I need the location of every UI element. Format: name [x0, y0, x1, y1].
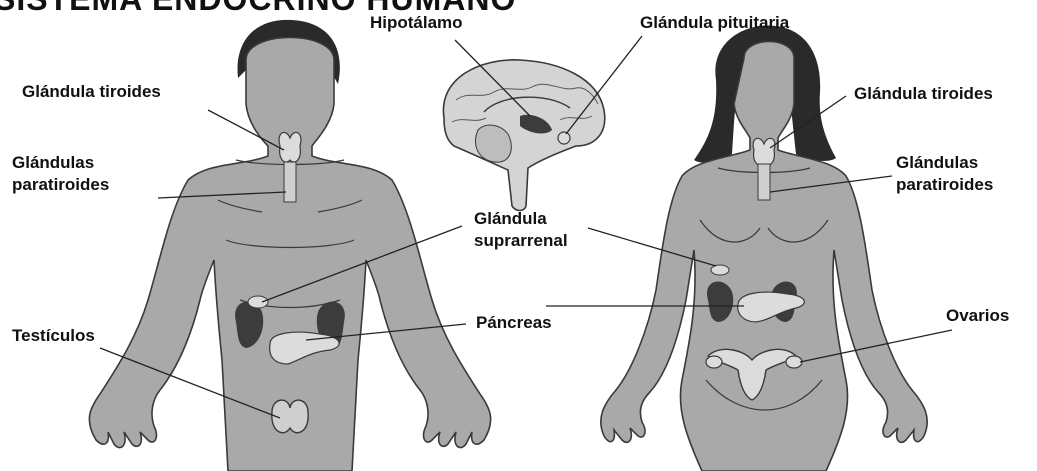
- label-suprarrenal: Glándula suprarrenal: [474, 208, 568, 252]
- female-ovary-right: [786, 356, 802, 368]
- female-adrenal: [711, 265, 729, 275]
- label-pancreas: Páncreas: [476, 312, 552, 334]
- label-paratiroides-male: Glándulas paratiroides: [12, 152, 109, 196]
- label-pituitaria: Glándula pituitaria: [640, 12, 789, 34]
- female-body: [601, 42, 927, 471]
- brain-cross-section: [443, 60, 604, 211]
- label-testiculos: Testículos: [12, 325, 95, 347]
- label-paratiroides-female: Glándulas paratiroides: [896, 152, 993, 196]
- brain-outline: [443, 60, 604, 211]
- label-hipotalamo: Hipotálamo: [370, 12, 463, 34]
- female-trachea: [758, 164, 770, 200]
- pituitary-gland: [558, 132, 570, 144]
- female-ovary-left: [706, 356, 722, 368]
- label-tiroides-male: Glándula tiroides: [22, 81, 161, 103]
- male-adrenal: [248, 296, 268, 308]
- male-trachea: [284, 162, 296, 202]
- label-ovarios: Ovarios: [946, 305, 1009, 327]
- label-tiroides-female: Glándula tiroides: [854, 83, 993, 105]
- male-thyroid: [279, 132, 301, 162]
